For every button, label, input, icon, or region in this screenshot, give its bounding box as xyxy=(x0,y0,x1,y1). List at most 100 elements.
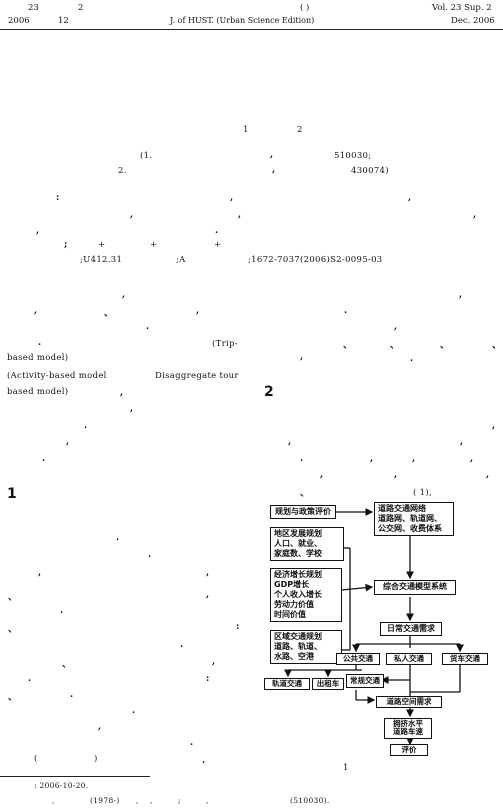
flow-node-line: 道路交通网络 xyxy=(378,504,426,513)
punct: . xyxy=(148,550,152,560)
punct: , xyxy=(230,193,234,203)
footnote-punct: , xyxy=(206,796,209,805)
paren-close: ) xyxy=(94,754,98,764)
punct: . xyxy=(42,454,46,464)
punct: 、 xyxy=(8,693,18,703)
connector xyxy=(341,583,374,592)
author-postcode: (510030). xyxy=(290,796,330,805)
punct: 、 xyxy=(8,593,18,603)
activity-based-term: (Activity-based model xyxy=(7,371,107,381)
punct: . xyxy=(38,338,42,348)
flow-node-line: 公交网、收费体系 xyxy=(378,524,442,533)
footnote-rule xyxy=(0,776,150,777)
flow-node-line: 拥挤水平 xyxy=(393,719,423,728)
flow-node-line: 地区发展规划 xyxy=(274,529,322,538)
flow-node-line: GDP增长 xyxy=(274,580,310,589)
punct: , xyxy=(288,437,292,447)
punct: . xyxy=(84,421,88,431)
punct: , xyxy=(408,193,412,203)
header-paren: ( ) xyxy=(300,3,310,13)
footnote-punct: ; xyxy=(178,796,181,805)
keywords-colon: ; xyxy=(64,240,68,250)
punct: , xyxy=(66,437,70,447)
punct: . xyxy=(300,454,304,464)
flow-node-line: 道路、轨道、 xyxy=(274,642,322,651)
figure-reference: ( 1), xyxy=(413,488,432,498)
punct: . xyxy=(70,690,74,700)
keyword-separator: + xyxy=(98,240,106,250)
punct: . xyxy=(410,354,414,364)
punct: , xyxy=(206,568,210,578)
footnote-punct: , xyxy=(52,796,55,805)
flow-node-line: 个人收入增长 xyxy=(274,590,322,599)
flow-node-road-space-demand: 道路空间需求 xyxy=(376,696,442,708)
author-superscript-1: 1 xyxy=(243,125,249,135)
affiliation-2-label: 2. xyxy=(118,166,127,176)
punct: , xyxy=(34,306,38,316)
punct: , xyxy=(272,165,276,175)
punct: . xyxy=(116,533,120,543)
punct: 、 xyxy=(62,660,72,670)
section-2-number: 2 xyxy=(264,384,274,400)
clc-number: ;U412.31 xyxy=(80,255,123,265)
punct: , xyxy=(212,657,216,667)
punct: , xyxy=(300,352,304,362)
punct: , xyxy=(270,150,274,160)
flow-node-line: 时间价值 xyxy=(274,610,306,619)
punct: . xyxy=(215,226,219,236)
punct: 、 xyxy=(492,341,502,351)
article-number: ;1672-7037(2006)S2-0095-03 xyxy=(248,255,383,265)
author-superscript-2: 2 xyxy=(297,125,303,135)
punct: : xyxy=(236,622,240,632)
flow-node-public-transport: 公共交通 xyxy=(336,653,380,665)
flow-node-road-network: 道路交通网络 道路网、轨道网、 公交网、收费体系 xyxy=(374,502,454,536)
flow-node-evaluation: 评价 xyxy=(390,744,428,756)
punct: , xyxy=(130,404,134,414)
affiliation-1-label: (1. xyxy=(140,151,153,161)
abstract-colon: : xyxy=(56,193,60,203)
punct: 、 xyxy=(390,341,400,351)
flow-node-line: 家庭数、学校 xyxy=(274,549,322,558)
affiliation-1-postcode: 510030; xyxy=(334,151,372,161)
volume-number: 23 xyxy=(28,3,39,13)
punct: 、 xyxy=(300,489,310,499)
flow-node-regional-development: 地区发展规划 人口、就业、 家庭数、学校 xyxy=(270,527,344,561)
section-1-number: 1 xyxy=(7,486,17,502)
flow-node-policy-evaluation: 规划与政策评价 xyxy=(270,505,336,519)
punct: 、 xyxy=(104,309,114,319)
flow-node-line: 区域交通规划 xyxy=(274,632,322,641)
punct: , xyxy=(130,210,134,220)
keyword-separator: + xyxy=(150,240,158,250)
flow-node-congestion-speed: 拥挤水平 道路车速 xyxy=(384,718,432,739)
punct: , xyxy=(492,421,496,431)
flow-node-line: 道路车速 xyxy=(393,727,423,736)
punct: , xyxy=(473,210,477,220)
flow-node-rail-transit: 轨道交通 xyxy=(264,678,310,690)
punct: , xyxy=(394,322,398,332)
affiliation-2-postcode: 430074) xyxy=(351,166,389,176)
author-birth-year: (1978-) xyxy=(90,796,120,805)
header-rule xyxy=(0,29,503,30)
punct: . xyxy=(344,306,348,316)
tour-based-term-cont: based model) xyxy=(7,387,69,397)
trip-based-term-cont: based model) xyxy=(7,353,69,363)
journal-name-english: J. of HUST. (Urban Science Edition) xyxy=(170,16,315,25)
issue-number: 2 xyxy=(78,3,84,13)
flow-node-line: 水路、空港 xyxy=(274,652,314,661)
punct: , xyxy=(370,454,374,464)
footnote-punct: , xyxy=(150,796,153,805)
punct: , xyxy=(238,210,242,220)
punct: , xyxy=(120,388,124,398)
flow-node-regional-transport: 区域交通规划 道路、轨道、 水路、空港 xyxy=(270,630,342,664)
date-english: Dec. 2006 xyxy=(451,16,495,26)
punct: , xyxy=(459,290,463,300)
punct: , xyxy=(320,470,324,480)
punct: 、 xyxy=(440,341,450,351)
punct: , xyxy=(394,470,398,480)
punct: , xyxy=(486,470,490,480)
punct: . xyxy=(132,706,136,716)
flow-node-line: 道路网、轨道网、 xyxy=(378,514,442,523)
flow-node-line: 劳动力价值 xyxy=(274,600,314,609)
punct: , xyxy=(36,226,40,236)
